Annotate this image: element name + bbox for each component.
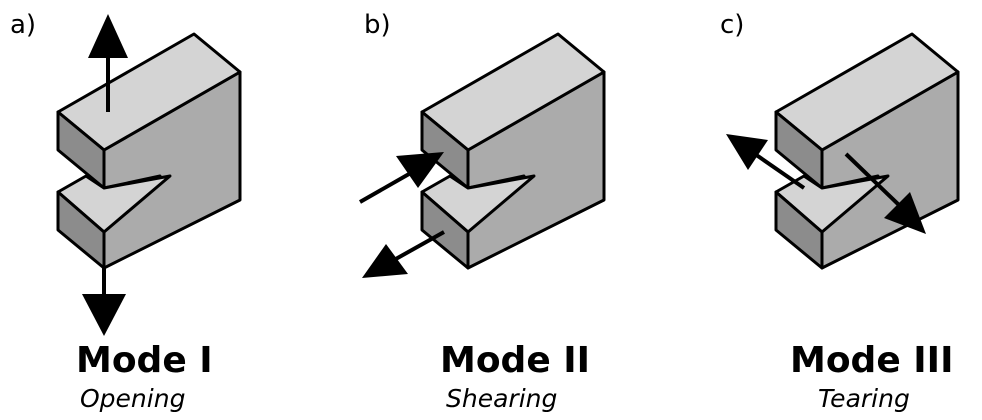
mode-2-out-arrow-icon bbox=[362, 244, 408, 278]
mode-3-lower-front-face bbox=[774, 190, 824, 270]
mode-1-subtitle: Opening bbox=[80, 384, 186, 413]
mode-2-subtitle: Shearing bbox=[446, 384, 558, 413]
mode-2-lower-front-face bbox=[420, 190, 470, 270]
mode-2-title: Mode II bbox=[440, 340, 591, 381]
mode-2-out-arrow-shaft bbox=[393, 230, 445, 262]
panel-a-label: a) bbox=[10, 10, 37, 40]
mode-3-left-arrow-shaft bbox=[750, 150, 806, 190]
mode-3-arrows bbox=[726, 134, 926, 234]
mode-2-in-arrow-shaft bbox=[359, 168, 417, 204]
mode-1-block bbox=[56, 32, 242, 270]
mode-1-arrows bbox=[82, 14, 128, 336]
mode-2-block bbox=[420, 32, 606, 270]
mode-1-up-arrow-icon bbox=[88, 14, 128, 58]
mode-1-down-arrow-icon bbox=[82, 294, 126, 336]
mode-3-right-arrow-icon bbox=[884, 192, 926, 234]
mode-3-title: Mode III bbox=[790, 340, 954, 381]
mode-2-in-arrow-icon bbox=[396, 152, 444, 188]
mode-3-subtitle: Tearing bbox=[818, 384, 910, 413]
mode-1-title: Mode I bbox=[76, 340, 213, 381]
mode-3-block bbox=[774, 32, 960, 270]
mode-2-arrows bbox=[359, 152, 445, 278]
mode-3-left-arrow-icon bbox=[726, 134, 768, 170]
panel-c-label: c) bbox=[720, 10, 745, 40]
panel-b-label: b) bbox=[364, 10, 391, 40]
mode-3-right-arrow-shaft bbox=[844, 152, 902, 208]
